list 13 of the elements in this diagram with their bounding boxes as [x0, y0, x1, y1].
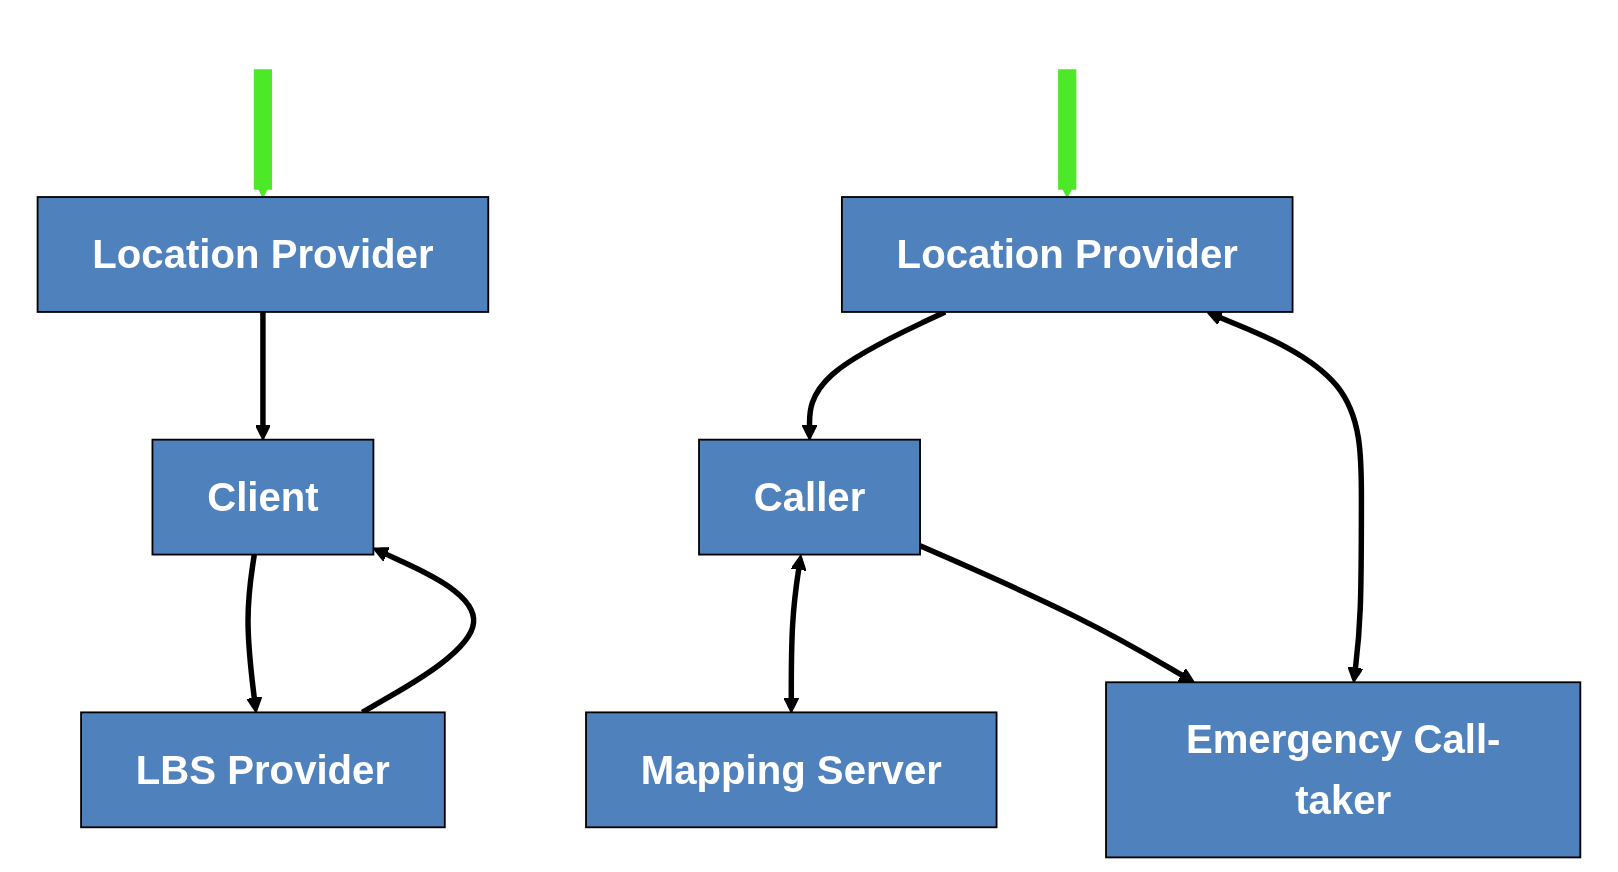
- arrow: [245, 554, 263, 714]
- node-box: Caller: [698, 438, 921, 556]
- node-box: Location Provider: [841, 196, 1294, 313]
- arrow: [254, 311, 271, 441]
- node-box: Emergency Call-taker: [1105, 681, 1582, 859]
- arrow: [1058, 69, 1077, 198]
- node-box: Mapping Server: [585, 711, 998, 829]
- arrow: [253, 69, 273, 198]
- node-box: LBS Provider: [80, 711, 446, 829]
- arrow: [1206, 310, 1365, 683]
- node-box: Client: [151, 438, 375, 556]
- arrow: [783, 554, 807, 714]
- node-box: Location Provider: [36, 196, 490, 313]
